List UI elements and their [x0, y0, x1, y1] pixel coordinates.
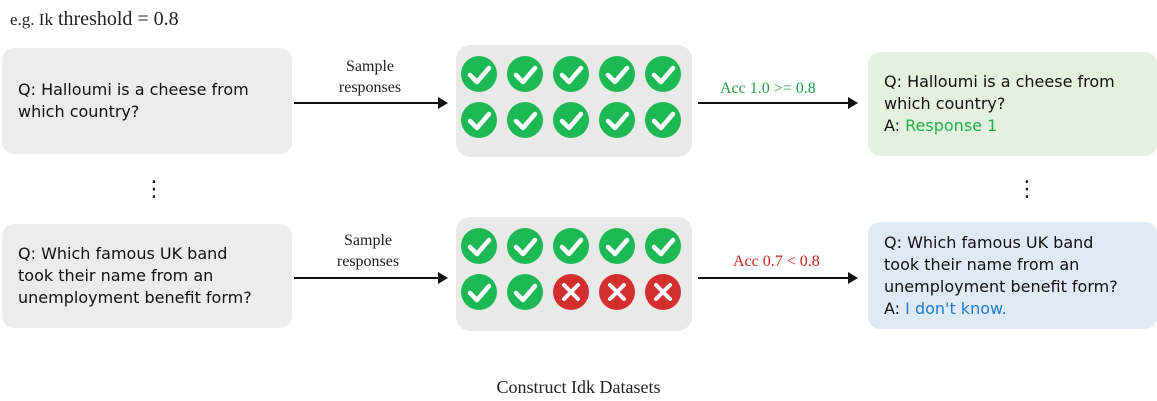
- response-panel-2: [456, 217, 692, 331]
- filter-arrow-2: [698, 272, 858, 284]
- sample-label-2: Sample responses: [318, 230, 418, 272]
- ellipsis-right: ⋮: [1016, 177, 1038, 202]
- check-icon: [598, 101, 636, 139]
- acc-label-2: Acc 0.7 < 0.8: [733, 253, 820, 270]
- sample-label-2-line-1: Sample: [344, 232, 392, 249]
- check-icon: [644, 227, 682, 265]
- result-2-line-2: took their name from an: [884, 254, 1080, 274]
- question-2-line-3: unemployment benefit form?: [18, 288, 252, 307]
- threshold-value: threshold = 0.8: [57, 8, 179, 30]
- question-2-line-2: took their name from an: [18, 266, 214, 285]
- check-icon: [506, 101, 544, 139]
- check-icon: [460, 273, 498, 311]
- check-icon: [460, 227, 498, 265]
- question-box-1: Q: Halloumi is a cheese from which count…: [2, 48, 292, 154]
- result-1-answer-text: Response 1: [905, 116, 998, 135]
- check-icon: [506, 273, 544, 311]
- result-2-answer: A: I don't know.: [884, 298, 1141, 320]
- check-icon: [644, 101, 682, 139]
- result-2-line-3: unemployment benefit form?: [884, 276, 1118, 296]
- result-2-line-1: Q: Which famous UK band: [884, 232, 1094, 252]
- sample-arrow-2: [294, 272, 448, 284]
- figure-caption: Construct Idk Datasets: [496, 377, 661, 397]
- sample-label-1: Sample responses: [320, 56, 420, 98]
- question-1-line-2: which country?: [18, 102, 140, 121]
- result-1-answer-prefix: A:: [884, 116, 901, 135]
- check-icon: [598, 227, 636, 265]
- check-icon: [552, 101, 590, 139]
- response-panel-1: [456, 45, 692, 157]
- acc-label-1: Acc 1.0 >= 0.8: [720, 80, 816, 97]
- result-2-answer-text: I don't know.: [905, 298, 1007, 318]
- sample-label-1-line-2: responses: [338, 79, 402, 96]
- result-1-line-2: which country?: [884, 94, 1006, 113]
- filter-arrow-1: [698, 97, 858, 109]
- check-icon: [460, 55, 498, 93]
- check-icon: [644, 55, 682, 93]
- ellipsis-left: ⋮: [143, 177, 165, 202]
- check-icon: [552, 55, 590, 93]
- check-icon: [552, 227, 590, 265]
- sample-label-2-line-2: responses: [336, 253, 400, 270]
- result-2-answer-prefix: A:: [884, 298, 901, 318]
- result-1-answer: A: Response 1: [884, 115, 1141, 137]
- check-icon: [460, 101, 498, 139]
- threshold-prefix: e.g. Ik: [10, 10, 53, 29]
- check-icon: [506, 55, 544, 93]
- result-box-1: Q: Halloumi is a cheese from which count…: [868, 52, 1157, 156]
- question-box-2: Q: Which famous UK band took their name …: [2, 224, 292, 328]
- result-box-2: Q: Which famous UK band took their name …: [868, 222, 1157, 329]
- check-icon: [506, 227, 544, 265]
- threshold-note: e.g. Ik threshold = 0.8: [10, 8, 179, 31]
- sample-arrow-1: [294, 97, 448, 109]
- result-1-line-1: Q: Halloumi is a cheese from: [884, 72, 1115, 91]
- cross-icon: [598, 273, 636, 311]
- sample-label-1-line-1: Sample: [346, 58, 394, 75]
- cross-icon: [644, 273, 682, 311]
- question-1-line-1: Q: Halloumi is a cheese from: [18, 80, 249, 99]
- question-2-line-1: Q: Which famous UK band: [18, 244, 228, 263]
- check-icon: [598, 55, 636, 93]
- cross-icon: [552, 273, 590, 311]
